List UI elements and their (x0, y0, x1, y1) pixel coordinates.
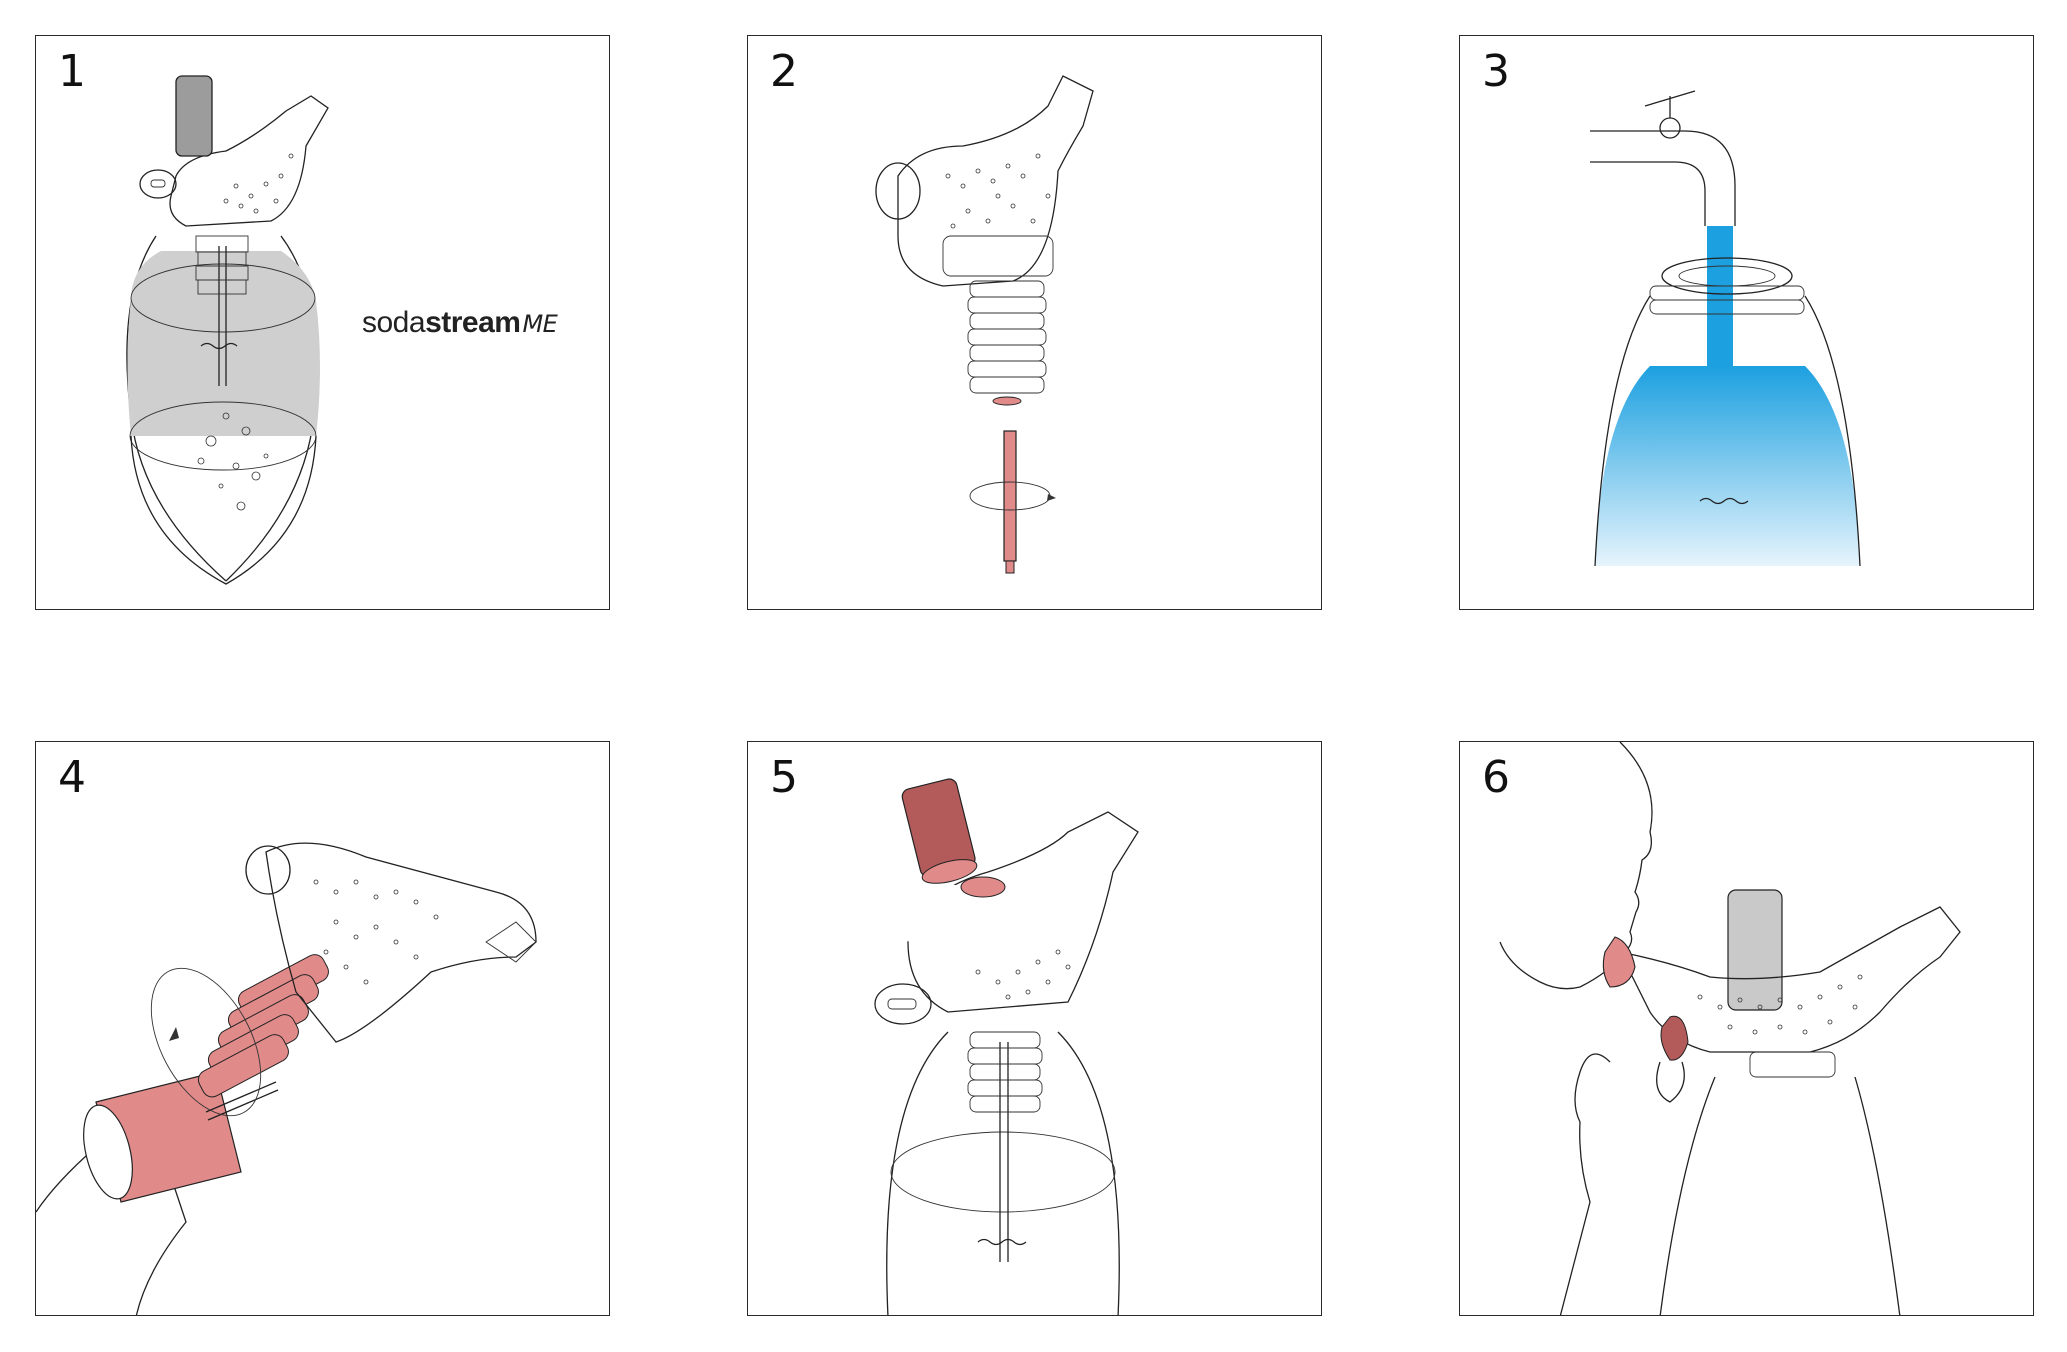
step-panel-5: 5 (747, 741, 1322, 1316)
step-number: 2 (770, 46, 798, 97)
inserting-gas-cartridge-illustration (866, 778, 1139, 1315)
step-number: 6 (1482, 752, 1510, 803)
step-panel-4: 4 (35, 741, 610, 1316)
step-panel-3: 3 (1459, 35, 2034, 610)
step-number: 3 (1482, 46, 1510, 97)
screwing-cap-onto-bottle-illustration (36, 842, 537, 1315)
filling-bottle-with-water-illustration (1590, 90, 1861, 567)
bottle-with-cap-illustration (126, 75, 329, 585)
step-panel-1: 1 (35, 35, 610, 610)
step-panel-6: 6 (1459, 741, 2034, 1316)
brand-logo: sodastreamME (362, 306, 558, 340)
step-number: 4 (58, 752, 86, 803)
brand-part-1: soda (362, 306, 426, 339)
cap-and-stem-illustration (875, 75, 1094, 574)
step-panel-2: 2 (747, 35, 1322, 610)
step-number: 1 (58, 46, 86, 97)
drinking-from-bottle-illustration (1499, 742, 1961, 1315)
step-number: 5 (770, 752, 798, 803)
brand-part-2: stream (425, 306, 521, 339)
brand-part-3: ME (522, 310, 558, 338)
